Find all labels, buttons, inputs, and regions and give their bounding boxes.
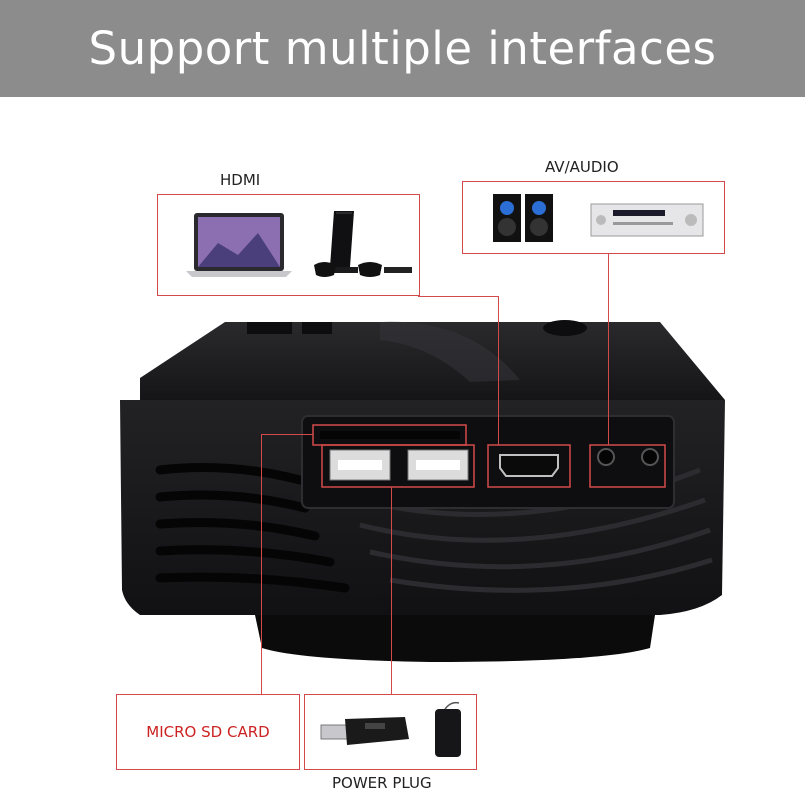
av-callout-line-v [608, 254, 609, 445]
sd-callout-line-h [261, 434, 313, 435]
laptop-icon [186, 213, 292, 277]
sd-callout-line-v [261, 434, 262, 694]
usb-callout-line-v [391, 487, 392, 694]
power-bank-icon [435, 701, 461, 757]
usb-devices-box [304, 694, 477, 770]
speakers-icon [493, 194, 553, 242]
page-title: Support multiple interfaces [88, 22, 717, 75]
micro-sd-box: MICRO SD CARD [116, 694, 300, 770]
av-audio-devices-box [462, 181, 725, 254]
hdmi-devices-box [157, 194, 420, 296]
micro-sd-label: MICRO SD CARD [146, 723, 270, 741]
game-console-icon [314, 211, 412, 277]
hdmi-callout-line-h [418, 296, 498, 297]
hdmi-callout-line-v [498, 296, 499, 445]
usb-drive-icon [320, 717, 409, 745]
power-plug-label: POWER PLUG [332, 774, 432, 792]
av-receiver-icon [590, 203, 704, 237]
hdmi-label: HDMI [220, 171, 261, 189]
av-audio-label: AV/AUDIO [545, 158, 619, 176]
header-banner: Support multiple interfaces [0, 0, 805, 97]
